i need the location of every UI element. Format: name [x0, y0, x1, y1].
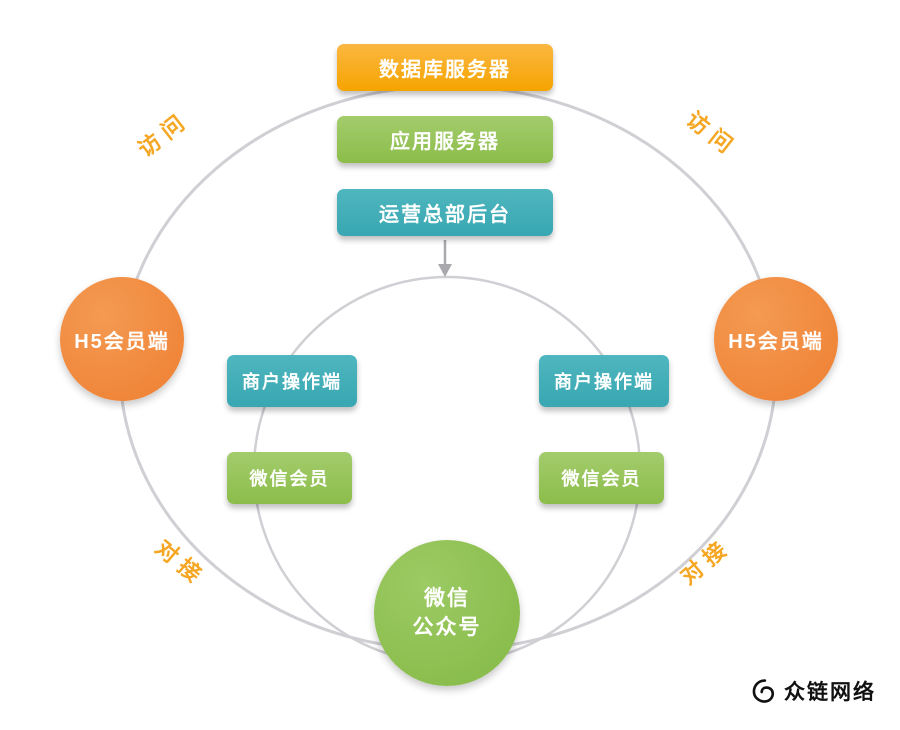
flow-arrow-head-icon — [438, 264, 452, 277]
node-merchant-terminal-left: 商户操作端 — [227, 355, 357, 407]
node-wechat-official-account: 微信 公众号 — [374, 540, 520, 686]
node-merchant-terminal-right: 商户操作端 — [539, 355, 669, 407]
node-database-server: 数据库服务器 — [337, 44, 553, 91]
node-h5-member-left: H5会员端 — [60, 277, 184, 401]
wechat-official-line1: 微信 — [424, 586, 470, 610]
node-operations-hq-backend: 运营总部后台 — [337, 189, 553, 236]
node-application-server: 应用服务器 — [337, 116, 553, 163]
chain-link-icon — [752, 679, 775, 703]
wechat-official-line2: 公众号 — [412, 616, 482, 639]
brand-logo-text: 众链网络 — [784, 681, 876, 704]
brand-logo: 众链网络 — [750, 676, 876, 706]
node-wechat-member-left: 微信会员 — [227, 452, 352, 504]
node-h5-member-right: H5会员端 — [714, 277, 838, 401]
node-wechat-member-right: 微信会员 — [539, 452, 664, 504]
